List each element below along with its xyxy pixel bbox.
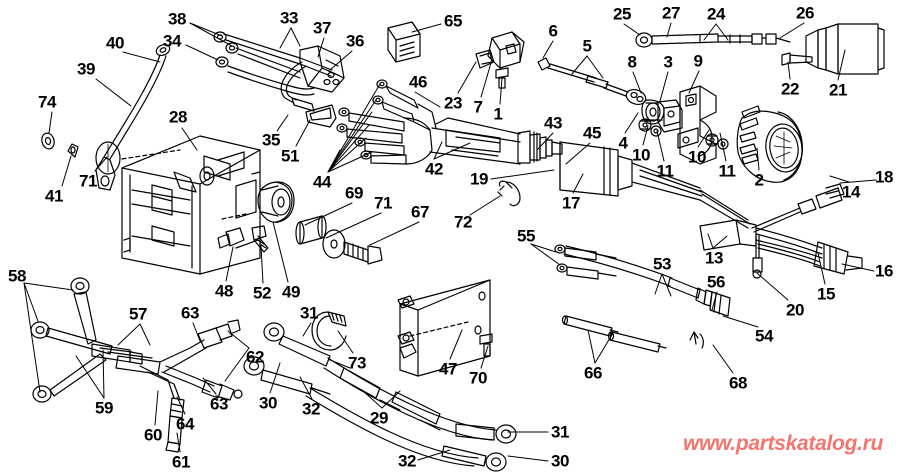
callout-number: 57 bbox=[129, 304, 147, 324]
callout-number: 73 bbox=[348, 353, 366, 373]
callout-number: 18 bbox=[875, 167, 893, 187]
callout-number: 61 bbox=[172, 452, 190, 472]
callout-number: 58 bbox=[8, 266, 26, 286]
callout-number: 55 bbox=[517, 226, 535, 246]
callout-number: 32 bbox=[398, 451, 416, 471]
callout-number: 24 bbox=[707, 4, 725, 24]
callout-number: 26 bbox=[796, 3, 814, 23]
callout-number: 56 bbox=[707, 272, 725, 292]
callout-number: 48 bbox=[215, 281, 233, 301]
callout-number: 49 bbox=[282, 282, 300, 302]
callout-number: 64 bbox=[176, 414, 194, 434]
callout-number: 67 bbox=[411, 202, 429, 222]
callout-number: 11 bbox=[656, 161, 674, 181]
site-watermark: www.partskatalog.ru bbox=[682, 432, 884, 455]
callout-number: 30 bbox=[551, 451, 569, 471]
callout-number: 42 bbox=[425, 159, 443, 179]
callout-number: 65 bbox=[444, 11, 462, 31]
callout-number: 37 bbox=[313, 18, 331, 38]
callout-number: 25 bbox=[613, 4, 631, 24]
callout-number: 7 bbox=[473, 97, 483, 117]
callout-number: 21 bbox=[829, 80, 847, 100]
callout-number: 52 bbox=[253, 283, 271, 303]
callout-number: 33 bbox=[280, 8, 298, 28]
callout-number: 5 bbox=[582, 36, 592, 56]
callout-number: 11 bbox=[718, 161, 736, 181]
callout-number: 62 bbox=[246, 347, 264, 367]
callout-number: 39 bbox=[77, 59, 95, 79]
callout-number: 71 bbox=[374, 193, 392, 213]
callout-number: 38 bbox=[168, 9, 186, 29]
callout-number: 10 bbox=[688, 147, 706, 167]
callout-number: 29 bbox=[370, 408, 388, 428]
callout-number: 70 bbox=[469, 368, 487, 388]
callout-number: 68 bbox=[729, 373, 747, 393]
callout-number: 69 bbox=[345, 183, 363, 203]
callout-number: 10 bbox=[632, 145, 650, 165]
callout-number: 71 bbox=[79, 171, 97, 191]
callout-number: 40 bbox=[106, 33, 124, 53]
callout-number: 47 bbox=[439, 359, 457, 379]
callout-number: 74 bbox=[38, 92, 56, 112]
callout-number: 9 bbox=[693, 51, 703, 71]
callout-number: 6 bbox=[548, 21, 558, 41]
callout-number: 1 bbox=[493, 104, 503, 124]
callout-number: 27 bbox=[662, 3, 680, 23]
callout-number: 44 bbox=[313, 172, 331, 192]
callout-number: 20 bbox=[786, 300, 804, 320]
callout-number: 31 bbox=[300, 303, 318, 323]
callout-number: 15 bbox=[817, 284, 835, 304]
callout-number: 72 bbox=[454, 212, 472, 232]
callout-number: 36 bbox=[346, 31, 364, 51]
callout-number: 43 bbox=[544, 113, 562, 133]
callout-number: 54 bbox=[755, 326, 773, 346]
callout-number: 19 bbox=[470, 169, 488, 189]
callout-number: 13 bbox=[705, 248, 723, 268]
callout-number: 59 bbox=[95, 398, 113, 418]
callout-number: 63 bbox=[210, 394, 228, 414]
callout-number: 45 bbox=[583, 123, 601, 143]
callout-number: 14 bbox=[842, 182, 860, 202]
callout-number: 63 bbox=[181, 303, 199, 323]
callout-number: 4 bbox=[618, 133, 628, 153]
callout-number: 8 bbox=[627, 52, 637, 72]
callout-number: 28 bbox=[169, 107, 187, 127]
callout-number: 53 bbox=[653, 254, 671, 274]
callout-number: 34 bbox=[163, 31, 181, 51]
callout-number: 35 bbox=[262, 130, 280, 150]
callout-number: 41 bbox=[45, 186, 63, 206]
callout-number: 46 bbox=[409, 72, 427, 92]
callout-number: 66 bbox=[584, 363, 602, 383]
callout-number: 16 bbox=[875, 261, 893, 281]
callout-number: 2 bbox=[754, 170, 764, 190]
callout-number: 51 bbox=[281, 146, 299, 166]
callout-number: 60 bbox=[144, 425, 162, 445]
callout-number: 23 bbox=[444, 93, 462, 113]
callout-number: 3 bbox=[663, 52, 673, 72]
callout-number: 17 bbox=[562, 193, 580, 213]
callout-number: 31 bbox=[551, 422, 569, 442]
callout-number: 30 bbox=[259, 393, 277, 413]
callout-number: 22 bbox=[781, 79, 799, 99]
callout-number: 32 bbox=[302, 399, 320, 419]
